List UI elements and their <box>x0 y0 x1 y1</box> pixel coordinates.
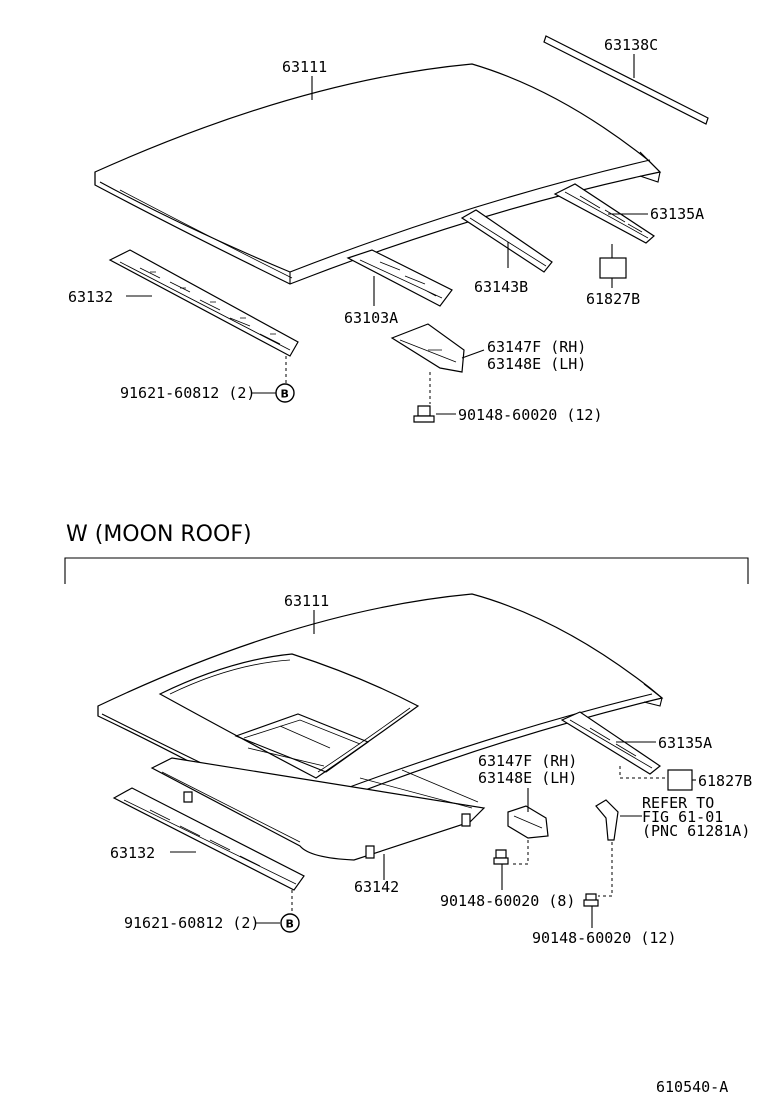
label-bot-rear-rail: 63135A <box>658 734 712 752</box>
label-top-bracket-rh: 63147F (RH) <box>487 338 586 356</box>
label-bot-b-marker: B <box>286 918 294 931</box>
labels: 63111 63138C 63135A 61827B 63132 63103A … <box>66 36 752 1096</box>
top-bolt <box>413 405 435 423</box>
label-bot-bracket-rh: 63147F (RH) <box>478 752 577 770</box>
label-bot-refer-1: REFER TO <box>642 794 714 812</box>
label-top-rear-rail: 63135A <box>650 205 704 223</box>
bot-b-marker <box>280 913 300 933</box>
bot-front-rail <box>112 787 305 891</box>
label-bot-refer-3: (PNC 61281A) <box>642 822 750 840</box>
bot-bolt-right <box>583 893 599 907</box>
bottom-assembly <box>97 593 696 933</box>
bot-bracket <box>507 805 549 839</box>
label-top-b-marker: B <box>281 388 289 401</box>
top-roof-panel <box>94 63 662 285</box>
label-top-front-rail: 63132 <box>68 288 113 306</box>
label-top-pad: 61827B <box>586 290 640 308</box>
section-title: W (MOON ROOF) <box>66 522 252 547</box>
label-bot-frame: 63142 <box>354 878 399 896</box>
top-pad <box>599 257 627 279</box>
label-top-roof-panel: 63111 <box>282 58 327 76</box>
label-top-bolt: 90148-60020 (12) <box>458 406 603 424</box>
figure-code: 610540-A <box>656 1078 728 1096</box>
label-bot-refer-2: FIG 61-01 <box>642 808 723 826</box>
label-bot-bolt-12: 90148-60020 (12) <box>532 929 677 947</box>
label-bot-bolt-8: 90148-60020 (8) <box>440 892 575 910</box>
label-top-center-rail-b: 63143B <box>474 278 528 296</box>
label-top-bracket-lh: 63148E (LH) <box>487 355 586 373</box>
bot-frame <box>150 757 486 861</box>
bot-roof-panel <box>97 593 664 819</box>
top-center-rail-a <box>346 249 453 307</box>
top-center-rail-b <box>460 209 553 273</box>
bot-bolt-left <box>493 849 509 865</box>
label-top-center-rail-a: 63103A <box>344 309 398 327</box>
moon-roof-section-frame <box>64 557 749 584</box>
bot-refer-bracket <box>595 799 619 841</box>
label-bot-pad: 61827B <box>698 772 752 790</box>
label-bot-bracket-lh: 63148E (LH) <box>478 769 577 787</box>
top-assembly <box>94 35 709 423</box>
label-top-front-screw: 91621-60812 (2) <box>120 384 255 402</box>
label-bot-front-rail: 63132 <box>110 844 155 862</box>
top-front-rail <box>108 249 299 357</box>
label-top-drip-molding: 63138C <box>604 36 658 54</box>
top-rear-rail <box>553 183 655 244</box>
top-bracket <box>390 323 465 373</box>
bot-pad <box>667 769 693 791</box>
label-bot-front-screw: 91621-60812 (2) <box>124 914 259 932</box>
bot-rear-rail <box>560 711 662 775</box>
top-drip-molding <box>543 35 709 125</box>
label-bot-roof-panel: 63111 <box>284 592 329 610</box>
